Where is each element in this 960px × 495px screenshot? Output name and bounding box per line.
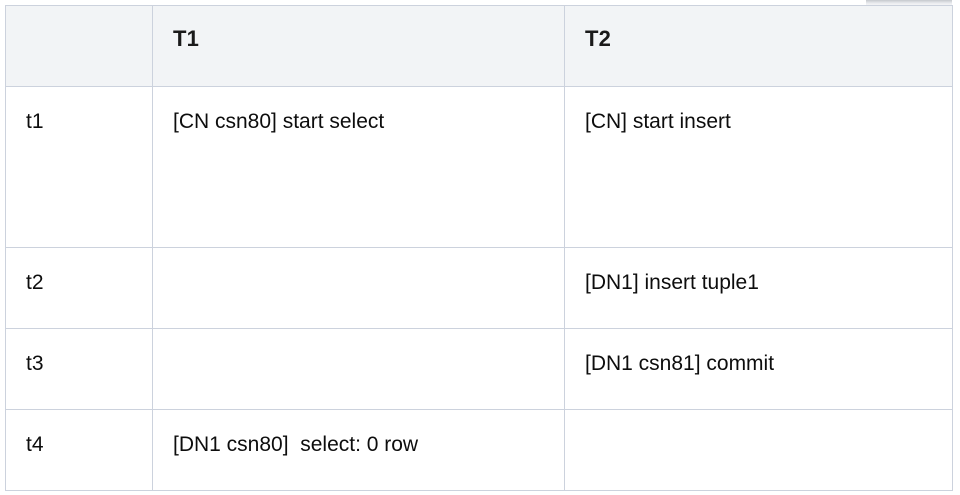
t1-event-cell: [DN1 csn80] select: 0 row [152,409,565,491]
t2-event-text: [CN] start insert [585,110,731,133]
time-label-cell: t4 [5,409,153,491]
t2-event-cell: [DN1] insert tuple1 [564,247,953,329]
table-header: T1 T2 [5,5,953,87]
t2-event-cell: [CN] start insert [564,86,953,248]
time-label: t4 [26,433,44,456]
t2-event-cell: [DN1 csn81] commit [564,328,953,410]
t1-event-text [153,329,564,353]
t2-event-cell [564,409,953,491]
table-row: t3 [DN1 csn81] commit [5,328,953,410]
t1-event-cell [152,247,565,329]
column-header-time-label [6,6,152,26]
t2-event-text [565,410,952,434]
t1-event-text: [CN csn80] start select [173,110,385,133]
time-label: t3 [26,352,44,375]
t2-event-text: [DN1 csn81] commit [585,352,775,375]
t2-event-text: [DN1] insert tuple1 [585,271,759,294]
column-header-t1: T1 [152,5,565,87]
column-header-time [5,5,153,87]
time-label-cell: t3 [5,328,153,410]
column-header-t2: T2 [564,5,953,87]
column-header-t1-label: T1 [173,26,200,51]
t1-event-text [153,248,564,272]
transaction-timeline-table-wrapper: T1 T2 t1 [CN csn80] start select [CN] st… [5,5,953,491]
table-row: t4 [DN1 csn80] select: 0 row [5,409,953,491]
table-row: t1 [CN csn80] start select [CN] start in… [5,86,953,248]
time-label-cell: t1 [5,86,153,248]
time-label: t1 [26,110,44,133]
transaction-timeline-table: T1 T2 t1 [CN csn80] start select [CN] st… [5,5,953,491]
t1-event-cell [152,328,565,410]
table-row: t2 [DN1] insert tuple1 [5,247,953,329]
table-body: t1 [CN csn80] start select [CN] start in… [5,86,953,491]
time-label: t2 [26,271,44,294]
header-row: T1 T2 [5,5,953,87]
t1-event-cell: [CN csn80] start select [152,86,565,248]
time-label-cell: t2 [5,247,153,329]
t1-event-text: [DN1 csn80] select: 0 row [173,433,419,456]
column-header-t2-label: T2 [585,26,612,51]
